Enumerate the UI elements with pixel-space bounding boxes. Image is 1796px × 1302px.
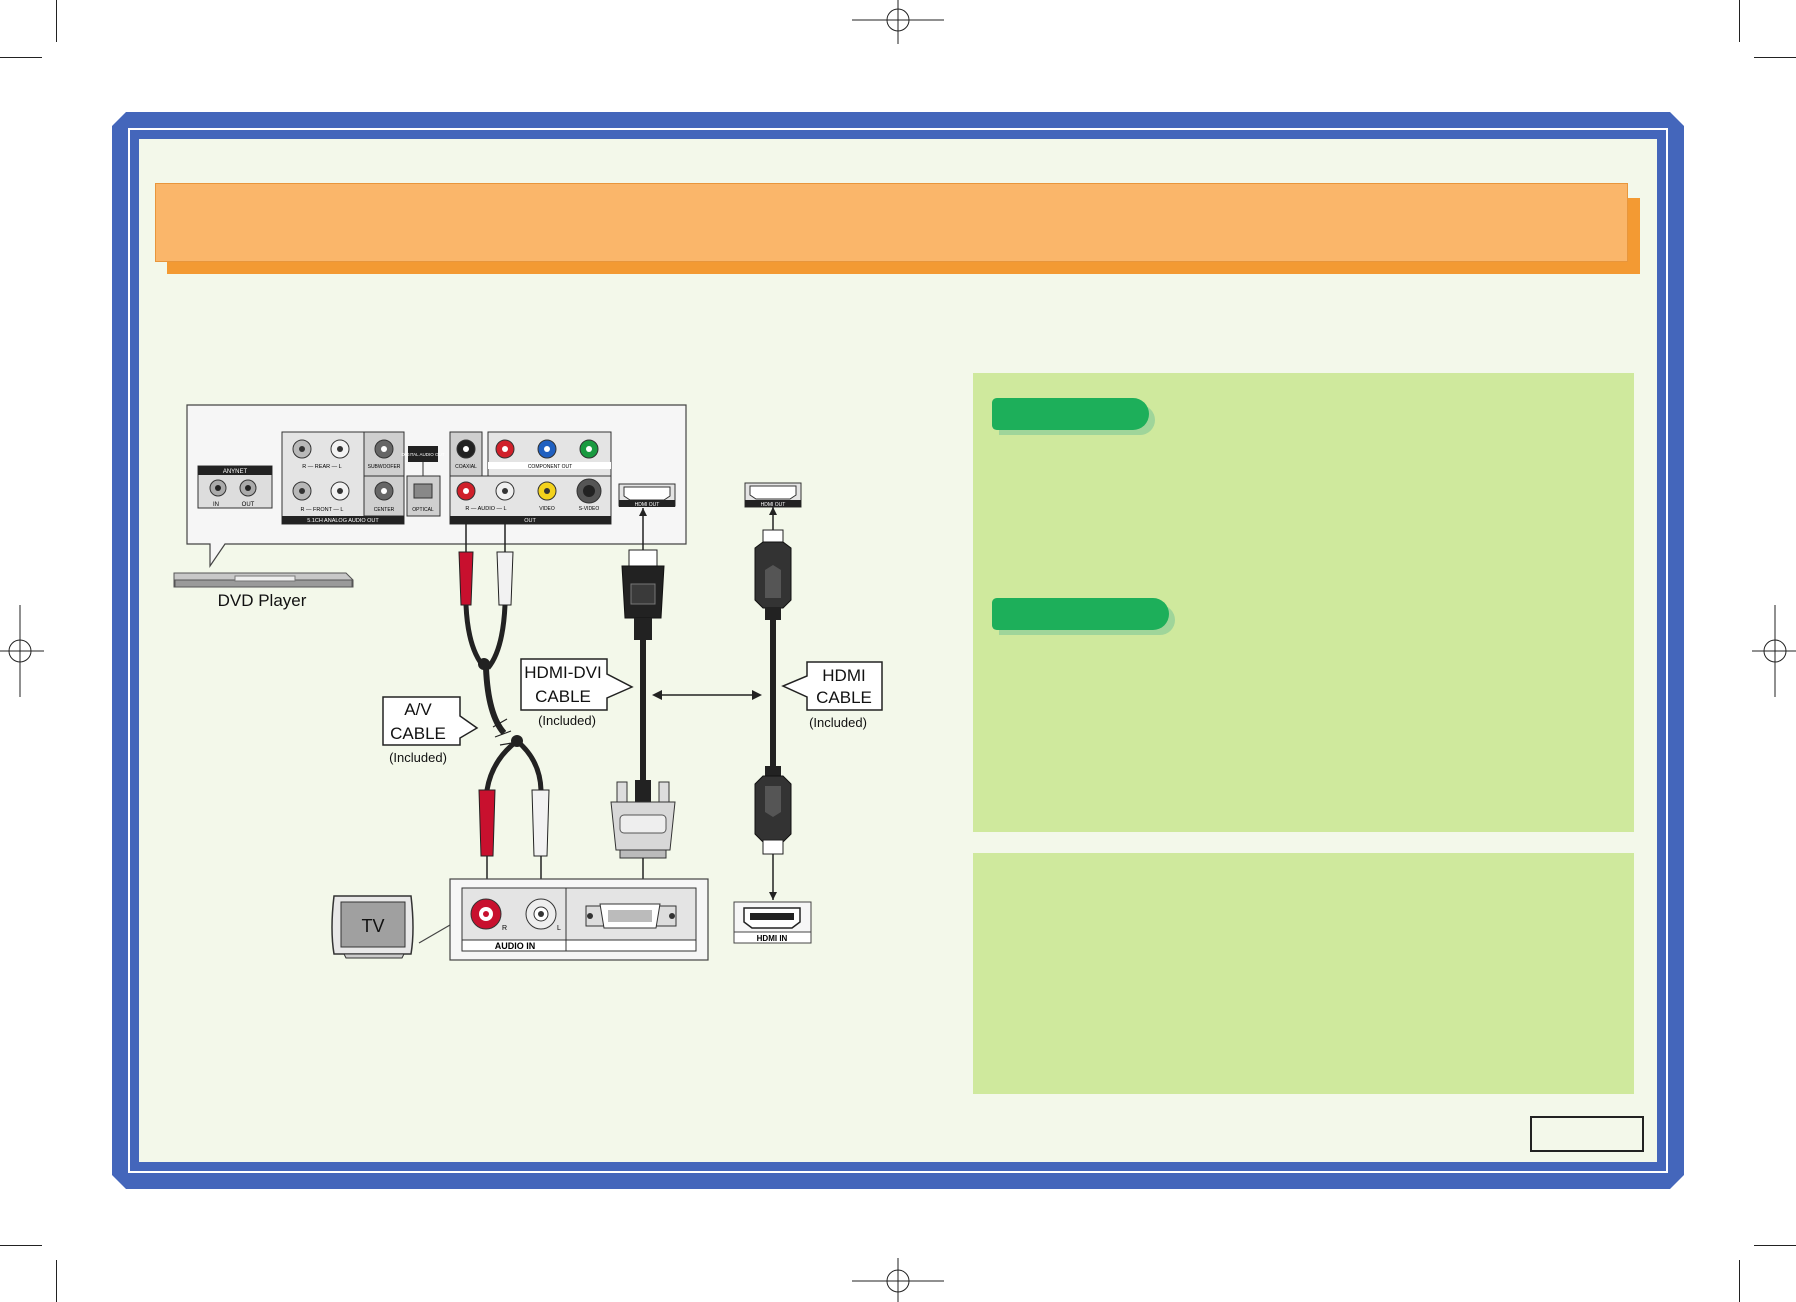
front-label: R — FRONT — L [301, 507, 344, 513]
crop-mark [1754, 1245, 1796, 1246]
anynet-label: ANYNET [223, 469, 248, 475]
av-cable [458, 524, 550, 900]
jack-l-label: L [557, 925, 561, 932]
out-group-label: OUT [524, 518, 536, 524]
optical-label: OPTICAL [412, 507, 434, 513]
crop-mark [56, 0, 57, 42]
hdmi-dvi-cable [610, 508, 676, 900]
subwoofer-label: SUBWOOFER [368, 464, 401, 470]
hdmi-dvi-cable-label-line1: HDMI-DVI [524, 663, 601, 682]
anynet-in-label: IN [213, 502, 219, 508]
crop-mark [1754, 57, 1796, 58]
digital-audio-out-label: DIGITAL AUDIO OUT [401, 452, 444, 457]
crop-mark [0, 57, 42, 58]
dvd-player-illustration [173, 572, 354, 588]
video-label: VIDEO [539, 506, 555, 512]
jack-r-label: R [502, 925, 507, 932]
hdmi-out-label-2: HDMI OUT [761, 502, 786, 508]
tv-label: TV [361, 916, 384, 936]
av-cable-callout [382, 696, 479, 746]
crop-mark [56, 1260, 57, 1302]
rear-label: R — REAR — L [302, 464, 341, 470]
dvd-rear-panel: ANYNET IN OUT R — REAR — L SUBWOOFER R —… [186, 404, 687, 568]
dvd-player-label: DVD Player [218, 591, 307, 610]
coaxial-label: COAXIAL [455, 464, 477, 470]
crop-mark [1739, 1260, 1740, 1302]
either-or-arrow [652, 690, 762, 700]
hdmi-dvi-cable-label-line2: CABLE [535, 687, 591, 706]
hdmi-in-label: HDMI IN [757, 934, 788, 943]
hdmi-cable-callout [781, 661, 883, 711]
page-number-box [1530, 1116, 1644, 1152]
component-out-label: COMPONENT OUT [528, 464, 572, 470]
section-tab-1 [992, 398, 1149, 430]
s-video-label: S-VIDEO [579, 506, 600, 512]
hdmi-dvi-cable-callout [520, 658, 634, 711]
info-panel-bottom [973, 853, 1634, 1094]
tv-rear-panel: R L AUDIO IN [418, 878, 709, 961]
frame-inner-line [128, 128, 1668, 1173]
tv-illustration [331, 895, 414, 959]
hdmi-cable-label-line2: CABLE [816, 688, 872, 707]
hdmi-out-label: HDMI OUT [635, 502, 660, 508]
anynet-out-label: OUT [242, 502, 255, 508]
center-label: CENTER [374, 507, 395, 513]
hdmi-cable: HDMI OUT [744, 482, 802, 900]
hdmi-cable-label-line1: HDMI [822, 666, 865, 685]
audio-label: R — AUDIO — L [465, 506, 506, 512]
audio-in-label: AUDIO IN [495, 941, 536, 951]
hdmi-cable-note: (Included) [809, 715, 867, 730]
hdmi-dvi-cable-note: (Included) [538, 713, 596, 728]
av-cable-label-line1: A/V [404, 700, 432, 719]
analog-out-label: 5.1CH ANALOG AUDIO OUT [307, 518, 379, 524]
crop-mark [0, 1245, 42, 1246]
crop-mark [1739, 0, 1740, 42]
hdmi-in-port: HDMI IN [733, 901, 812, 944]
av-cable-note: (Included) [389, 750, 447, 765]
section-tab-2 [992, 598, 1169, 630]
av-cable-label-line2: CABLE [390, 724, 446, 743]
title-bar [155, 183, 1628, 262]
